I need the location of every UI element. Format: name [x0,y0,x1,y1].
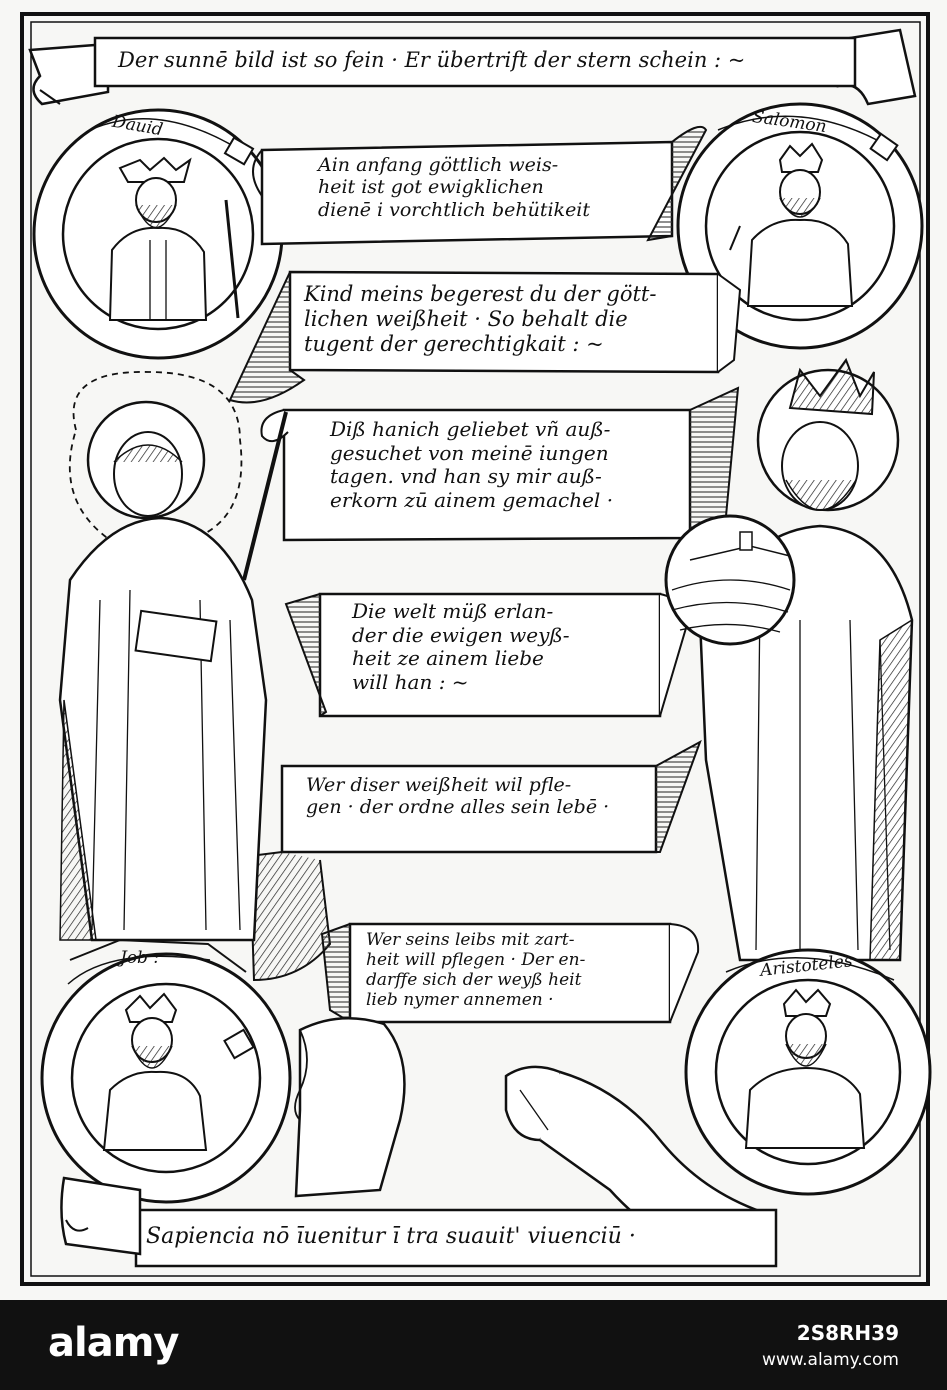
medallion-job [40,952,292,1204]
top-banner-text: Der sunnē bild ist so fein · Er übertrif… [118,48,746,72]
scroll-text-1: Ain anfang göttlich weis-heit ist got ew… [318,154,591,221]
outer-frame [20,12,930,1286]
scroll-3 [260,386,740,542]
scroll-text-6: Wer seins leibs mit zart-heit will pfleg… [366,930,586,1011]
scroll-4 [284,592,688,718]
scroll-5 [248,739,702,982]
bottom-banner-text: Sapiencia nō īuenitur ī tra suauit' viue… [146,1224,636,1249]
watermark-url: www.alamy.com [761,1350,899,1370]
watermark-logo: alamy [48,1320,179,1366]
scroll-text-5: Wer diser weißheit wil pfle-gen · der or… [306,774,610,819]
scroll-1 [252,126,708,246]
woodcut-illustration [20,12,932,1286]
scroll-text-4: Die welt müß erlan-der die ewigen weyß-h… [352,599,570,694]
watermark-footer [0,1300,947,1390]
scroll-text-2: Kind meins begerest du der gött-lichen w… [304,282,657,356]
bottom-banner-scroll [60,1176,778,1268]
scroll-6 [320,922,700,1024]
loose-scroll-left [294,1016,406,1198]
medallion-salomon [676,102,924,350]
woodcut-plate: Der sunnē bild ist so fein · Er übertrif… [20,12,932,1286]
scroll-2 [228,270,742,404]
scroll-text-3: Diß hanich geliebet vñ auß-gesuchet von … [330,417,614,512]
top-banner-scroll [28,28,917,106]
medallion-aristoteles [684,948,932,1196]
medallion-david [32,108,284,360]
medallion-label-job: Job : [120,948,160,968]
watermark-image-id: 2S8RH39 [796,1321,899,1345]
left-figure-saint [58,371,288,973]
right-figure-king [664,357,914,962]
